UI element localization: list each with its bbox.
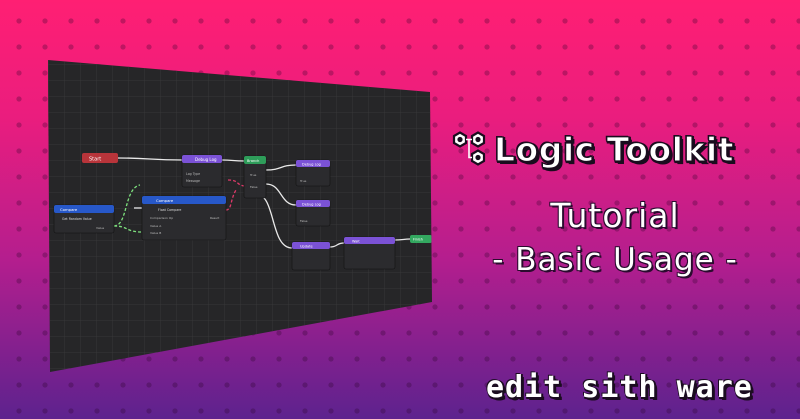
node-wait[interactable]: Wait	[343, 236, 396, 270]
value-wires	[113, 184, 143, 233]
svg-text:Finish: Finish	[413, 238, 423, 242]
svg-text:Wait: Wait	[352, 240, 360, 244]
brand-logo-text: edit sith ware	[486, 370, 753, 405]
svg-text:Compare: Compare	[60, 207, 78, 212]
node-float-compare[interactable]: Compare Float Compare Comparison Op Valu…	[141, 195, 227, 241]
svg-text:Comparison Op: Comparison Op	[150, 216, 173, 220]
svg-text:Value B: Value B	[150, 231, 161, 235]
logic-nodes-icon	[452, 131, 486, 166]
svg-text:True: True	[249, 173, 257, 177]
svg-text:False: False	[300, 219, 308, 223]
svg-text:Compare: Compare	[156, 198, 174, 203]
svg-text:Debug Log: Debug Log	[302, 163, 321, 167]
svg-text:Float Compare: Float Compare	[158, 208, 181, 212]
node-get-random[interactable]: Compare Get Random Value Value	[53, 204, 115, 234]
node-debug-log-1-title: Debug Log	[195, 157, 217, 162]
page-title: Tutorial	[550, 196, 680, 235]
node-branch[interactable]: Branch True False	[243, 155, 267, 199]
node-start-title: Start	[89, 157, 101, 163]
svg-text:Message: Message	[186, 179, 200, 183]
node-debug-log-1[interactable]: Debug Log Log Type Message	[181, 154, 223, 188]
svg-text:Log Type: Log Type	[186, 172, 200, 176]
node-update[interactable]: Update	[291, 241, 331, 271]
node-start[interactable]: Start	[82, 153, 118, 163]
svg-text:Update: Update	[300, 245, 313, 249]
svg-text:Result: Result	[210, 216, 220, 220]
logo: Logic Toolkit	[446, 128, 734, 170]
svg-text:False: False	[250, 185, 258, 189]
svg-text:Value: Value	[96, 226, 104, 230]
logo-text: Logic Toolkit	[493, 129, 734, 169]
node-debug-log-2[interactable]: Debug Log True	[295, 159, 331, 187]
svg-text:Debug Log: Debug Log	[302, 203, 321, 207]
svg-text:Get Random Value: Get Random Value	[62, 217, 92, 221]
page-subtitle: - Basic Usage -	[492, 242, 738, 278]
node-finish[interactable]: Finish	[410, 235, 432, 243]
svg-text:Value A: Value A	[150, 224, 162, 228]
node-branch-title: Branch	[247, 159, 259, 163]
node-debug-log-3[interactable]: Debug Log False	[295, 199, 331, 227]
svg-text:True: True	[299, 179, 307, 183]
